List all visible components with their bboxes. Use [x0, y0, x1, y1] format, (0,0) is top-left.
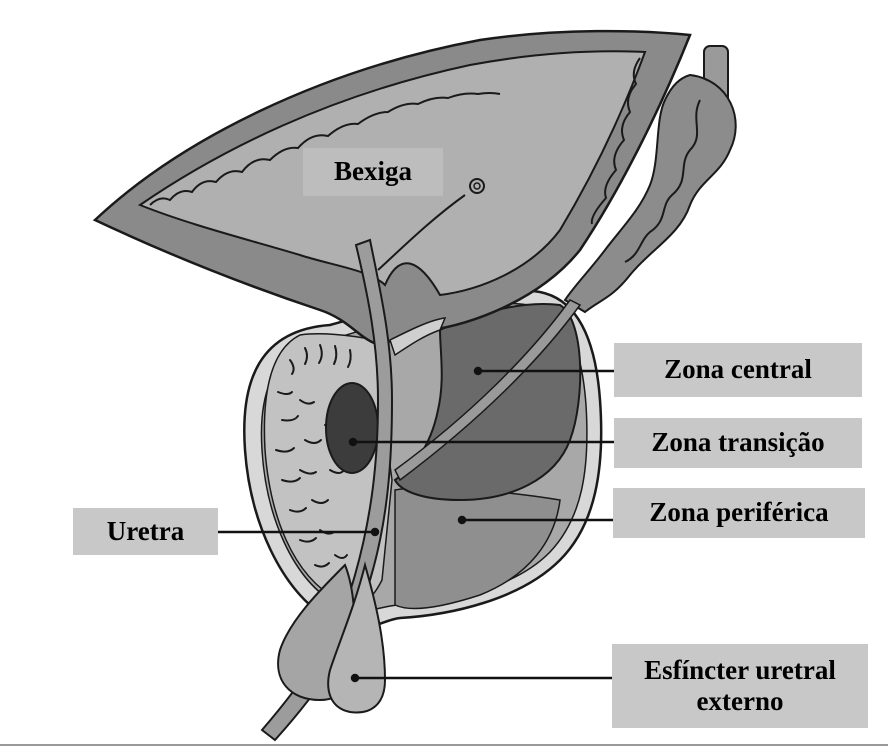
leader-uretra-dot	[372, 529, 378, 535]
peripheral-zone-lower	[395, 488, 560, 608]
label-zona-central: Zona central	[614, 343, 862, 397]
label-esfincter-uretral-externo: Esfíncter uretral externo	[612, 644, 868, 728]
label-esfincter-line1: Esfíncter uretral	[644, 655, 836, 686]
label-esfincter-line2: externo	[697, 686, 784, 717]
transition-zone	[326, 383, 378, 473]
label-uretra: Uretra	[73, 508, 218, 555]
leader-transicao-dot	[350, 439, 356, 445]
label-zona-transicao: Zona transição	[614, 418, 862, 468]
label-bexiga: Bexiga	[303, 148, 443, 196]
leader-periferica-dot	[459, 517, 465, 523]
label-zona-periferica: Zona periférica	[613, 488, 865, 538]
leader-esfincter-dot	[352, 675, 358, 681]
leader-central-dot	[475, 368, 481, 374]
